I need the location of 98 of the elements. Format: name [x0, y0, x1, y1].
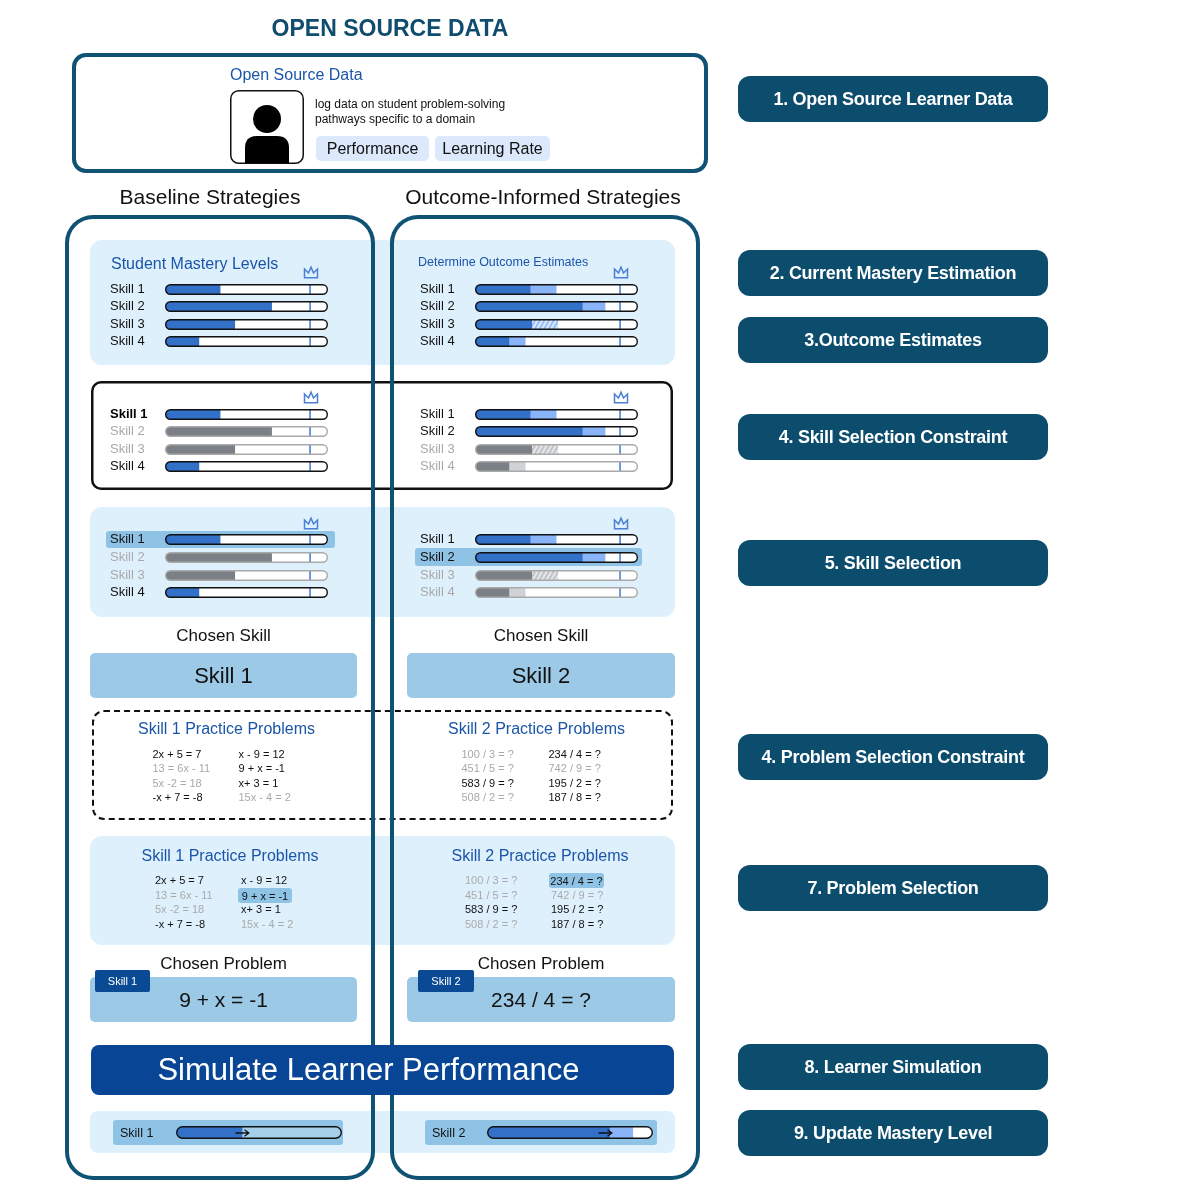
- simulate-banner: Simulate Learner Performance: [91, 1045, 674, 1095]
- equation-text: 451 / 5 = ?: [465, 888, 518, 902]
- skill-label: Skill 3: [110, 316, 145, 332]
- panel-heading: Open Source Data: [230, 65, 363, 85]
- skill-label: Skill 4: [420, 333, 455, 349]
- equation-text: 583 / 9 = ?: [465, 902, 518, 916]
- step-banner: 1. Open Source Learner Data: [738, 76, 1048, 122]
- step-banner: 2. Current Mastery Estimation: [738, 250, 1048, 296]
- skill-label: Skill 1: [110, 281, 145, 297]
- diagram-title: OPEN SOURCE DATA: [271, 14, 509, 42]
- equation-text: 451 / 5 = ?: [461, 761, 514, 774]
- step-banner: 4. Problem Selection Constraint: [738, 734, 1048, 780]
- step-banner: 7. Problem Selection: [738, 865, 1048, 911]
- skill-tag: Skill 2: [418, 970, 474, 992]
- equation-text: 13 = 6x - 11: [155, 888, 213, 902]
- skill-label: Skill 1: [420, 406, 455, 422]
- equation-text: 100 / 3 = ?: [461, 747, 514, 760]
- highlighted-equation: 9 + x = -1: [238, 888, 292, 903]
- skill-label: Skill 3: [420, 567, 455, 583]
- skill-label: Skill 1: [420, 281, 455, 297]
- column-heading: Baseline Strategies: [119, 184, 301, 210]
- step-banner: 8. Learner Simulation: [738, 1044, 1048, 1090]
- section-heading: Chosen Problem: [477, 954, 605, 974]
- equation-text: 195 / 2 = ?: [551, 902, 604, 916]
- section-heading: Chosen Skill: [493, 626, 589, 646]
- chosen-skill-card: Skill 1: [90, 653, 357, 698]
- skill-label: Skill 4: [110, 458, 145, 474]
- column-heading: Outcome-Informed Strategies: [405, 184, 681, 210]
- section-heading: Chosen Skill: [176, 626, 271, 646]
- attribute-tag: Performance: [316, 136, 429, 161]
- skill-label: Skill 2: [420, 549, 455, 565]
- skill-label: Skill 3: [110, 567, 145, 583]
- highlight-row: [106, 531, 335, 548]
- panel-heading: Skill 2 Practice Problems: [448, 719, 625, 738]
- equation-text: 742 / 9 = ?: [548, 761, 601, 774]
- skill-tag: Skill 1: [95, 970, 150, 992]
- skill-label: Skill 2: [110, 549, 145, 565]
- panel-heading: Determine Outcome Estimates: [418, 254, 589, 270]
- skill-label: Skill 3: [420, 316, 455, 332]
- panel-heading: Skill 1 Practice Problems: [141, 846, 319, 866]
- equation-text: 15x - 4 = 2: [238, 790, 291, 803]
- equation-text: -x + 7 = -8: [155, 917, 206, 931]
- skill-label: Skill 2: [432, 1125, 466, 1140]
- equation-text: 508 / 2 = ?: [461, 790, 514, 803]
- equation-text: -x + 7 = -8: [152, 790, 203, 803]
- step-banner: 3.Outcome Estimates: [738, 317, 1048, 363]
- equation-text: 9 + x = -1: [238, 761, 285, 774]
- panel-heading: Skill 1 Practice Problems: [138, 719, 315, 738]
- equation-text: 15x - 4 = 2: [241, 917, 294, 931]
- skill-progress-row: [113, 1120, 343, 1145]
- mastery-panel: [90, 240, 675, 365]
- skill-label: Skill 2: [110, 298, 145, 314]
- skill-label: Skill 4: [420, 458, 455, 474]
- panel-heading: Student Mastery Levels: [111, 254, 279, 274]
- skill-label: Skill 2: [420, 423, 455, 439]
- chosen-skill-card: Skill 2: [407, 653, 675, 698]
- equation-text: x+ 3 = 1: [238, 776, 279, 789]
- step-banner: 4. Skill Selection Constraint: [738, 414, 1048, 460]
- equation-text: 5x -2 = 18: [155, 902, 205, 916]
- skill-label: Skill 3: [110, 441, 145, 457]
- equation-text: 742 / 9 = ?: [551, 888, 604, 902]
- constraint-panel: [91, 381, 673, 490]
- equation-text: 2x + 5 = 7: [155, 873, 204, 887]
- skill-label: Skill 2: [420, 298, 455, 314]
- skill-label: Skill 1: [110, 406, 148, 422]
- equation-text: x - 9 = 12: [238, 747, 285, 760]
- highlight-row: [415, 548, 642, 566]
- section-heading: Chosen Problem: [160, 954, 287, 974]
- equation-text: 195 / 2 = ?: [548, 776, 601, 789]
- skill-label: Skill 1: [420, 531, 455, 547]
- skill-label: Skill 1: [120, 1125, 154, 1140]
- skill-progress-row: [425, 1120, 657, 1145]
- description-text: log data on student problem-solving pathways specific to a domain: [315, 97, 507, 127]
- skill-label: Skill 1: [110, 531, 145, 547]
- problem-panel: [90, 836, 675, 945]
- dashed-constraint-panel: [92, 710, 673, 820]
- equation-text: 187 / 8 = ?: [551, 917, 604, 931]
- highlighted-equation: 234 / 4 = ?: [549, 873, 604, 888]
- equation-text: x - 9 = 12: [241, 873, 288, 887]
- step-banner: 5. Skill Selection: [738, 540, 1048, 586]
- equation-text: 583 / 9 = ?: [461, 776, 514, 789]
- equation-text: 2x + 5 = 7: [152, 747, 202, 760]
- skill-label: Skill 3: [420, 441, 455, 457]
- equation-text: 187 / 8 = ?: [548, 790, 601, 803]
- skill-label: Skill 2: [110, 423, 145, 439]
- equation-text: x+ 3 = 1: [241, 902, 281, 916]
- equation-text: 508 / 2 = ?: [465, 917, 518, 931]
- equation-text: 5x -2 = 18: [152, 776, 202, 789]
- equation-text: 100 / 3 = ?: [465, 873, 518, 887]
- data-source-panel: [72, 53, 708, 173]
- skill-label: Skill 4: [110, 333, 145, 349]
- equation-text: 13 = 6x - 11: [152, 761, 211, 774]
- skill-label: Skill 4: [110, 584, 145, 600]
- skill-label: Skill 4: [420, 584, 455, 600]
- step-banner: 9. Update Mastery Level: [738, 1110, 1048, 1156]
- equation-text: 234 / 4 = ?: [548, 747, 601, 760]
- attribute-tag: Learning Rate: [435, 136, 550, 161]
- panel-heading: Skill 2 Practice Problems: [451, 846, 629, 866]
